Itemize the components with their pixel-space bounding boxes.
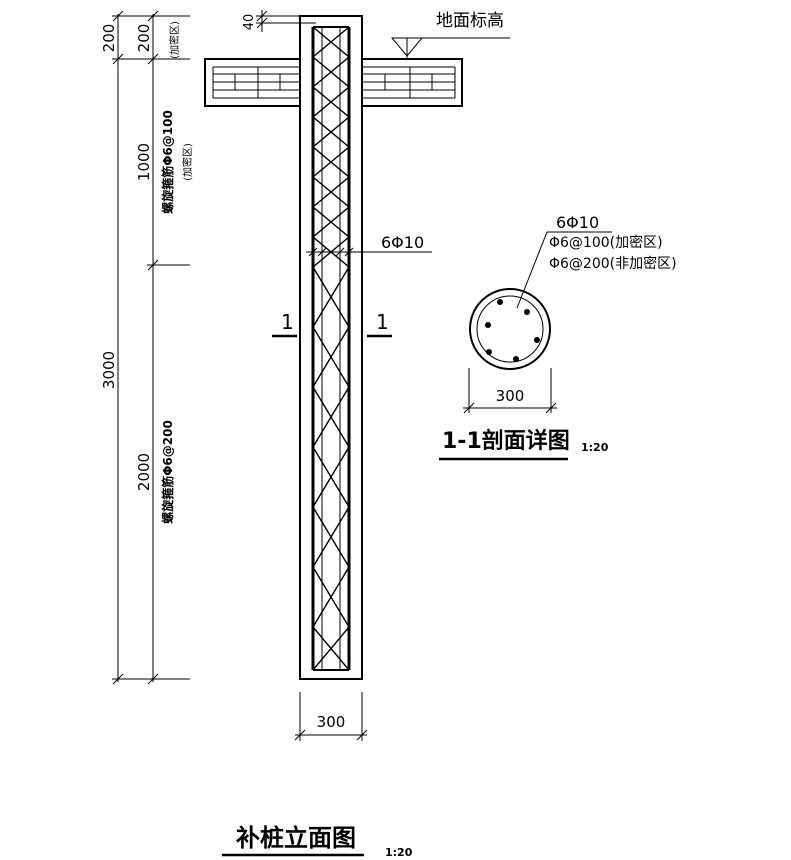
ground-level-symbol	[390, 37, 510, 59]
bar-label: 6Φ10	[381, 233, 424, 252]
longitudinal-bars	[311, 26, 351, 671]
bar-leader	[306, 247, 432, 257]
dim-2000-note: 螺旋箍筋Φ6@200	[160, 420, 175, 524]
elevation-scale: 1:20	[385, 846, 413, 859]
section-diameter-text: 300	[496, 387, 525, 405]
dim-outer-200: 200	[100, 24, 118, 53]
dimension-chain	[112, 10, 190, 685]
section-mark-left: 1	[281, 310, 294, 334]
section-circle	[469, 288, 551, 370]
dim-2000: 2000	[135, 453, 153, 491]
width-dim-text: 300	[317, 713, 346, 731]
ground-slab	[204, 58, 463, 107]
section-label-sparse: Φ6@200(非加密区)	[549, 255, 677, 272]
dim-40-marker	[256, 10, 316, 32]
section-mark-right: 1	[376, 310, 389, 334]
diameter-dimension	[463, 368, 557, 414]
dim-inner-200-note: (加密区)	[168, 21, 181, 59]
width-dimension	[294, 692, 368, 741]
section-label-bars: 6Φ10	[556, 213, 599, 232]
dim-1000-note: 螺旋箍筋Φ6@100	[160, 110, 175, 214]
section-label-dense: Φ6@100(加密区)	[549, 234, 663, 251]
section-leader	[516, 231, 612, 309]
dim-top-40: 40	[242, 14, 257, 31]
pile-outline	[299, 15, 363, 680]
section-title: 1-1剖面详图	[442, 428, 570, 454]
dim-1000-note2: (加密区)	[181, 143, 194, 181]
dim-3000: 3000	[100, 351, 118, 389]
spiral-stirrup	[311, 26, 351, 671]
ground-level-label: 地面标高	[436, 11, 504, 31]
dim-inner-200: 200	[135, 24, 153, 53]
dim-1000: 1000	[135, 143, 153, 181]
elevation-title: 补桩立面图	[236, 824, 356, 852]
section-scale: 1:20	[581, 441, 609, 454]
